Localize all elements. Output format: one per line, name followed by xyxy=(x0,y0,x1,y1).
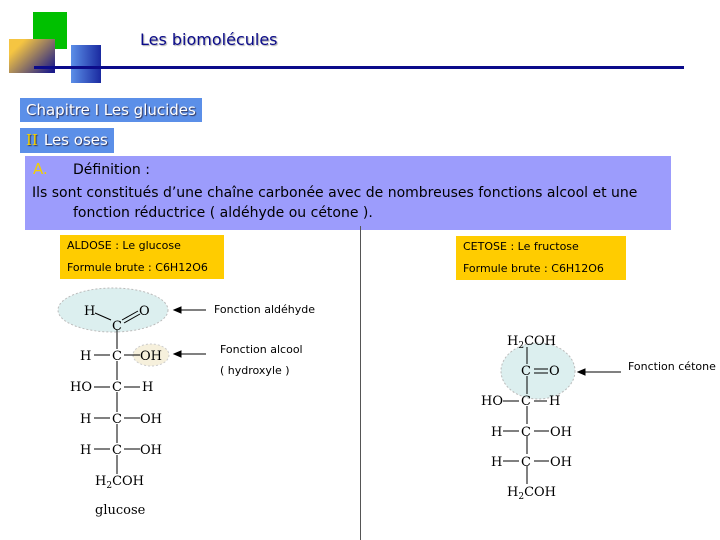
aldose-title: ALDOSE : Le glucose xyxy=(67,239,181,252)
label-alcool: Fonction alcool xyxy=(220,343,303,356)
svg-text:H2COH: H2COH xyxy=(507,334,556,351)
svg-text:C: C xyxy=(112,380,122,395)
svg-text:OH: OH xyxy=(140,412,162,427)
svg-text:H: H xyxy=(80,412,91,427)
cetose-box: CETOSE : Le fructose Formule brute : C6H… xyxy=(456,236,626,280)
label-hydroxyle: ( hydroxyle ) xyxy=(220,364,290,377)
svg-text:OH: OH xyxy=(140,443,162,458)
svg-text:O: O xyxy=(549,364,560,379)
fructose-structure xyxy=(500,342,576,484)
svg-text:H: H xyxy=(549,394,560,409)
page-title: Les biomolécules xyxy=(140,30,278,49)
svg-text:HO: HO xyxy=(481,394,503,409)
definition-heading: Définition : xyxy=(73,162,150,178)
svg-text:H: H xyxy=(491,425,502,440)
svg-text:C: C xyxy=(112,443,122,458)
header-rule xyxy=(34,66,684,69)
cetose-formula: Formule brute : C6H12O6 xyxy=(463,262,604,275)
ketone-highlight xyxy=(500,342,576,400)
cetose-title: CETOSE : Le fructose xyxy=(463,240,579,253)
svg-text:H: H xyxy=(491,455,502,470)
svg-text:OH: OH xyxy=(140,349,162,364)
chapter-heading: Chapitre I Les glucides xyxy=(20,98,202,122)
svg-text:C: C xyxy=(521,394,531,409)
svg-text:H: H xyxy=(80,349,91,364)
svg-text:C: C xyxy=(521,455,531,470)
svg-text:H: H xyxy=(142,380,153,395)
svg-text:C: C xyxy=(112,319,122,334)
section-number: II xyxy=(26,131,38,149)
aldehyde-highlight xyxy=(57,287,169,333)
svg-text:C: C xyxy=(112,412,122,427)
svg-text:H2COH: H2COH xyxy=(507,485,556,502)
svg-text:HO: HO xyxy=(70,380,92,395)
label-cetone: Fonction cétone xyxy=(628,360,716,373)
svg-text:O: O xyxy=(139,304,150,319)
aldose-formula: Formule brute : C6H12O6 xyxy=(67,261,208,274)
svg-text:C: C xyxy=(521,425,531,440)
logo-blue-square xyxy=(71,45,101,83)
svg-text:H2COH: H2COH xyxy=(95,474,144,491)
svg-text:C: C xyxy=(112,349,122,364)
definition-box: A. Définition : Ils sont constitués d’un… xyxy=(25,156,671,230)
glucose-name: glucose xyxy=(95,503,146,518)
definition-letter: A. xyxy=(33,160,48,178)
svg-text:OH: OH xyxy=(550,425,572,440)
aldose-box: ALDOSE : Le glucose Formule brute : C6H1… xyxy=(60,235,224,279)
svg-text:C: C xyxy=(521,364,531,379)
arrows xyxy=(172,306,621,376)
section-label: Les oses xyxy=(43,131,108,149)
divider-line xyxy=(360,226,361,540)
definition-line2: fonction réductrice ( aldéhyde ou cétone… xyxy=(73,205,373,221)
section-heading: II Les oses xyxy=(20,128,114,153)
svg-text:H: H xyxy=(80,443,91,458)
svg-text:H: H xyxy=(84,304,95,319)
label-aldehyde: Fonction aldéhyde xyxy=(214,303,315,316)
definition-line1: Ils sont constitués d’une chaîne carboné… xyxy=(32,185,638,201)
svg-text:OH: OH xyxy=(550,455,572,470)
glucose-structure xyxy=(57,287,170,474)
